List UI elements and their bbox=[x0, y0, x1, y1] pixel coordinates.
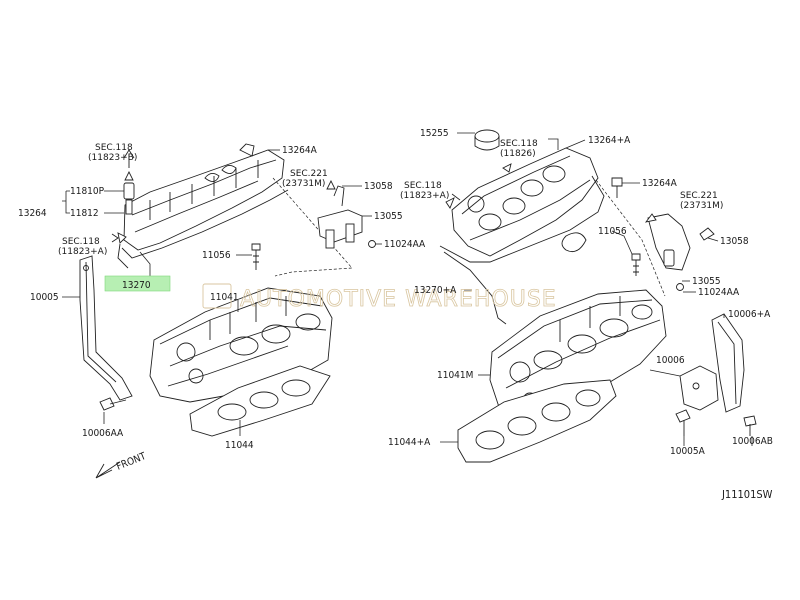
label-13058-left: 13058 bbox=[364, 181, 393, 192]
bolt-10006AA bbox=[99, 397, 127, 411]
label-13055-right: 13055 bbox=[692, 276, 721, 287]
label-sec118-top-left-sub: (11823+B) bbox=[88, 153, 137, 163]
label-13055-left: 13055 bbox=[374, 211, 403, 222]
label-sec118-mid-right: SEC.118 bbox=[404, 181, 442, 191]
label-11044: 11044 bbox=[225, 440, 254, 451]
label-13270A: 13270+A bbox=[414, 285, 457, 296]
label-sec221-right: SEC.221 bbox=[680, 191, 718, 201]
label-11044A: 11044+A bbox=[388, 437, 431, 448]
label-13264A-plus: 13264+A bbox=[588, 135, 631, 146]
bolt-13264A-right bbox=[611, 177, 623, 198]
connection-arrows bbox=[117, 163, 657, 244]
leader-lines-left bbox=[62, 149, 382, 436]
label-sec221-right-sub: (23731M) bbox=[680, 201, 723, 211]
label-11056-right: 11056 bbox=[598, 226, 627, 237]
label-sec118-bottom-left: SEC.118 bbox=[62, 237, 100, 247]
label-11056-left: 11056 bbox=[202, 250, 231, 261]
rocker-cover-left bbox=[117, 143, 289, 269]
label-10006AB: 10006AB bbox=[732, 436, 773, 447]
label-sec118-top-right-sub: (11826) bbox=[500, 149, 536, 159]
label-sec118-top-right: SEC.118 bbox=[500, 139, 538, 149]
label-13264A-right: 13264A bbox=[642, 178, 678, 189]
rocker-cover-right bbox=[439, 147, 605, 325]
watermark-text: AUTOMOTIVE WAREHOUSE bbox=[240, 287, 557, 312]
head-gasket-right bbox=[457, 379, 617, 463]
label-sec221-left-sub: (23731M) bbox=[282, 179, 325, 189]
label-13270: 13270 bbox=[122, 280, 151, 291]
bracket-10006 bbox=[679, 313, 745, 413]
head-gasket-left bbox=[189, 365, 331, 437]
label-11041M: 11041M bbox=[437, 370, 473, 381]
label-sec118-bottom-left-sub: (11823+A) bbox=[58, 247, 107, 257]
diagram-code: J11101SW bbox=[721, 488, 773, 501]
coil-pack-right bbox=[647, 213, 715, 291]
label-sec118-mid-right-sub: (11823+A) bbox=[400, 191, 449, 201]
highlight-box-13270 bbox=[104, 275, 171, 292]
bolt-10005A bbox=[675, 409, 691, 436]
label-11041: 11041 bbox=[210, 292, 239, 303]
leader-box-right bbox=[595, 179, 666, 297]
bolt-10006AB bbox=[743, 415, 757, 436]
oil-filler-cap bbox=[474, 129, 500, 151]
label-10006A: 10006+A bbox=[728, 309, 771, 320]
leader-lines-right bbox=[440, 132, 753, 446]
bracket-10005 bbox=[79, 255, 133, 401]
coil-pack-left bbox=[317, 185, 376, 249]
label-10006-right: 10006 bbox=[656, 355, 685, 366]
label-sec221-left: SEC.221 bbox=[290, 169, 328, 179]
label-11024AA-right: 11024AA bbox=[698, 287, 740, 298]
stud-11056-right bbox=[631, 253, 641, 276]
right-bank-group bbox=[439, 129, 757, 463]
left-bank-group bbox=[62, 143, 382, 437]
label-front: FRONT bbox=[115, 451, 148, 473]
label-11810P: 11810P bbox=[70, 186, 105, 197]
label-10005A: 10005A bbox=[670, 446, 706, 457]
label-11812: 11812 bbox=[70, 208, 99, 219]
front-indicator bbox=[95, 461, 121, 479]
label-sec118-top-left: SEC.118 bbox=[95, 143, 133, 153]
stud-11056-left bbox=[251, 243, 261, 270]
label-10006AA: 10006AA bbox=[82, 428, 124, 439]
label-11024AA-left: 11024AA bbox=[384, 239, 426, 250]
label-13058-right: 13058 bbox=[720, 236, 749, 247]
label-10005: 10005 bbox=[30, 292, 59, 303]
watermark-logo-box bbox=[202, 283, 232, 309]
label-13264A-left: 13264A bbox=[282, 145, 318, 156]
label-13264: 13264 bbox=[18, 208, 47, 219]
label-15255: 15255 bbox=[420, 128, 449, 139]
